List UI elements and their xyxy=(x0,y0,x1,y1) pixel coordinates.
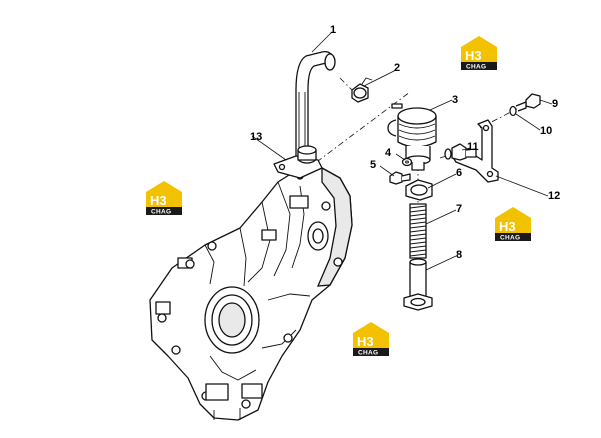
bolt-long xyxy=(515,93,541,112)
watermark-logo-left: H3 CHAG xyxy=(146,181,182,216)
svg-text:H3: H3 xyxy=(499,219,516,234)
callout-11: 11 xyxy=(467,141,479,153)
svg-text:H3: H3 xyxy=(357,334,374,349)
callout-1: 1 xyxy=(330,24,336,36)
drain-tube xyxy=(403,258,433,311)
watermark-logo-right: H3 CHAG xyxy=(495,207,531,242)
callout-6: 6 xyxy=(456,167,462,179)
support-bracket xyxy=(451,119,499,183)
svg-text:H3: H3 xyxy=(150,193,167,208)
hose-mounting-flange xyxy=(273,145,323,179)
breather-separator xyxy=(387,103,437,171)
hose-clamp xyxy=(351,77,373,103)
leader-lines xyxy=(251,31,553,271)
callout-numbers: 1 2 3 4 5 6 7 8 9 10 11 12 13 xyxy=(250,24,560,261)
callout-7: 7 xyxy=(456,203,462,215)
watermark-logo-bottom: H3 CHAG xyxy=(353,322,389,357)
breather-hose xyxy=(295,50,336,162)
svg-text:H3: H3 xyxy=(465,48,482,63)
watermark-logo-top-right: H3 CHAG xyxy=(461,36,497,71)
callout-13: 13 xyxy=(250,131,262,143)
callout-10: 10 xyxy=(540,125,552,137)
bracket-bolt xyxy=(444,143,477,161)
callout-2: 2 xyxy=(394,62,400,74)
svg-text:CHAG: CHAG xyxy=(358,350,378,357)
gear-housing-casting xyxy=(149,166,353,421)
washer-bracket xyxy=(509,105,517,117)
svg-text:CHAG: CHAG xyxy=(500,235,520,242)
callout-8: 8 xyxy=(456,249,462,261)
callout-12: 12 xyxy=(548,190,560,202)
bolt-small xyxy=(389,171,411,185)
svg-text:CHAG: CHAG xyxy=(151,209,171,216)
callout-9: 9 xyxy=(552,98,558,110)
callout-5: 5 xyxy=(370,159,376,171)
corrugated-hose xyxy=(409,203,427,259)
callout-4: 4 xyxy=(385,147,392,159)
svg-text:CHAG: CHAG xyxy=(466,64,486,71)
callout-3: 3 xyxy=(452,94,458,106)
tube-clamp-upper xyxy=(405,179,433,201)
